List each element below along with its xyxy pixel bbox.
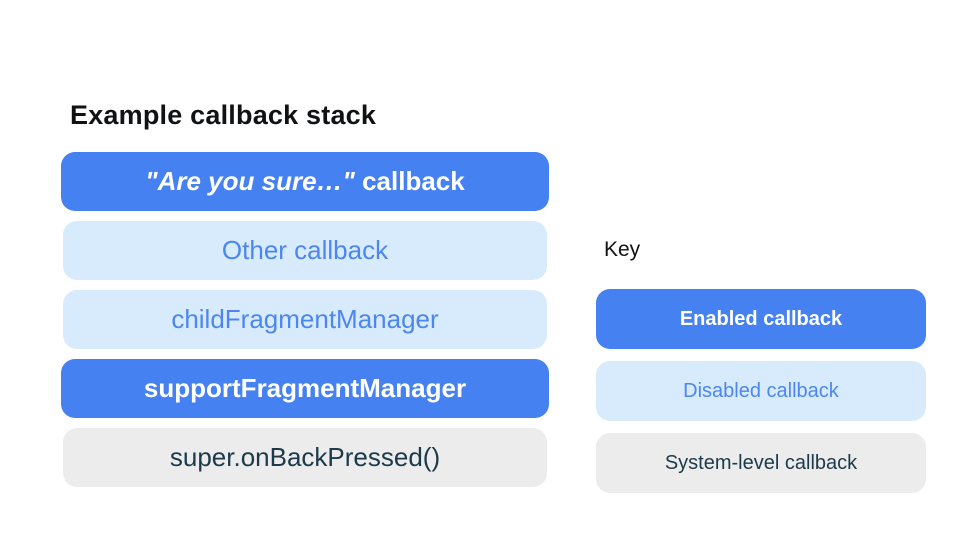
key-item-system-level-callback: System-level callback (596, 433, 926, 493)
key-legend: Key Enabled callback Disabled callback S… (596, 238, 926, 493)
stack-row-quoted-text: "Are you sure…" (145, 166, 355, 196)
stack-row-callback-text: callback (354, 166, 465, 196)
key-items: Enabled callback Disabled callback Syste… (596, 289, 926, 493)
key-item-disabled-callback: Disabled callback (596, 361, 926, 421)
stack-row-other-callback: Other callback (63, 221, 547, 280)
stack-row-are-you-sure-callback: "Are you sure…" callback (61, 152, 549, 211)
stack-row-super-on-back-pressed: super.onBackPressed() (63, 428, 547, 487)
stack-row-child-fragment-manager: childFragmentManager (63, 290, 547, 349)
key-item-enabled-callback: Enabled callback (596, 289, 926, 349)
stack-diagram-title: Example callback stack (70, 100, 377, 130)
stack-row-support-fragment-manager: supportFragmentManager (61, 359, 549, 418)
callback-stack: "Are you sure…" callback Other callback … (61, 152, 549, 487)
key-title: Key (604, 238, 641, 261)
